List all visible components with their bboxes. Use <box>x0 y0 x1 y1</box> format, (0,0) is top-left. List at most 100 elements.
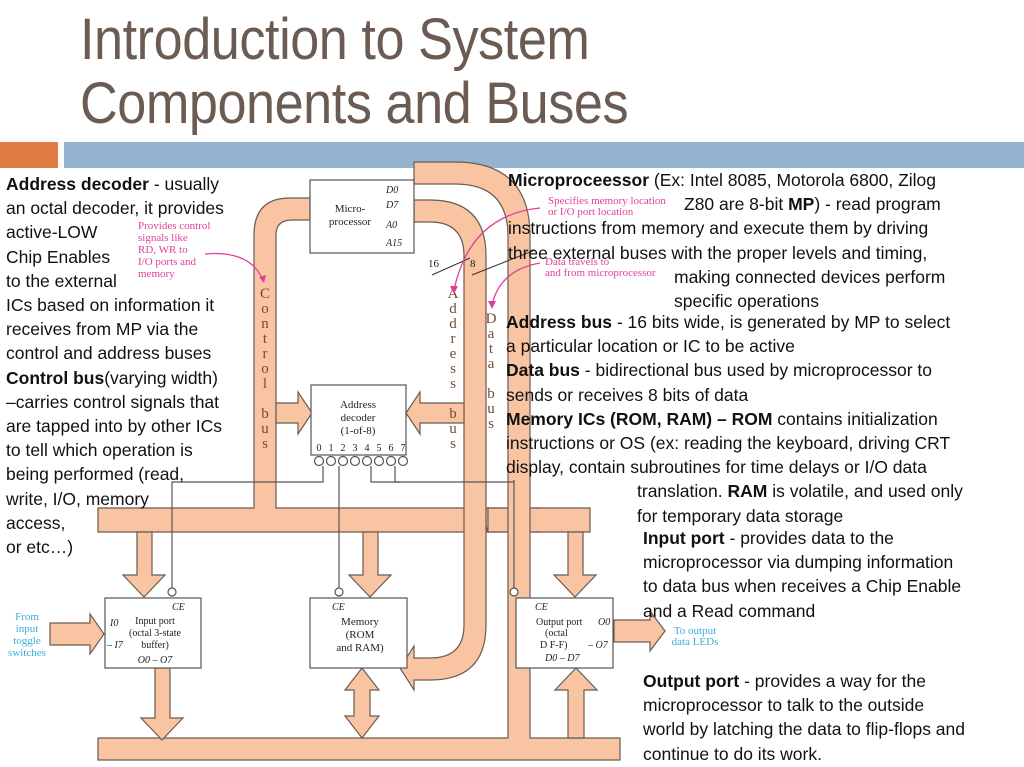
text-line: receives from MP via the <box>6 319 199 340</box>
bus-label-letter: d <box>449 301 457 317</box>
annotation-line: toggle <box>13 635 41 647</box>
text-line: making connected devices perform <box>674 266 946 287</box>
pin-label: A15 <box>385 238 402 249</box>
decoder-output-bubble <box>385 455 397 467</box>
annotation-line: input <box>16 623 39 635</box>
output-port-label: (octal <box>545 628 568 639</box>
text-line: Z80 are 8-bit <box>684 194 789 215</box>
text-line: instructions or OS (ex: reading the keyb… <box>506 433 951 454</box>
term-rom: ROM <box>731 408 773 429</box>
bus-label-letter: b <box>487 386 495 402</box>
ce-bubble-output <box>509 587 519 597</box>
output-port-label: D F-F) <box>540 640 568 651</box>
annotation-line: switches <box>8 647 46 659</box>
bus-label-letter: u <box>487 401 495 417</box>
text-line: - provides a way for the <box>739 671 926 691</box>
annotation-line: RD, WR to <box>138 244 188 256</box>
input-port-label: buffer) <box>141 640 169 651</box>
annotation-line: memory <box>138 268 175 280</box>
text-line: microprocessor via dumping information <box>643 552 954 573</box>
bus-label-letter: l <box>263 376 267 392</box>
output-d-label: D0 – D7 <box>544 653 580 664</box>
annotation-line: From <box>15 611 39 623</box>
input-switches-arrow <box>49 612 105 656</box>
annotation-line: Data travels to <box>545 256 610 268</box>
decoder-output-label: 6 <box>389 443 394 454</box>
annotation-line: Provides control <box>138 220 210 232</box>
control-to-decoder-arrow <box>275 390 313 436</box>
input-pin-label: I0 <box>109 618 118 629</box>
term-microprocessor: Microproceessor <box>508 170 650 190</box>
pin-label: D7 <box>385 200 399 211</box>
ce-wire-stub <box>370 466 400 483</box>
decoder-output-bubble <box>373 455 385 467</box>
bus-label-letter: b <box>449 406 457 422</box>
bus-label-letter: s <box>450 376 456 392</box>
text-line: active-LOW <box>6 222 98 243</box>
bus-label-letter: s <box>450 436 456 452</box>
bus-label-letter: s <box>450 361 456 377</box>
decoder-output-bubble <box>337 455 349 467</box>
input-pin-label: – I7 <box>106 640 124 651</box>
ce-bubble-memory <box>334 587 344 597</box>
text-line: - 16 bits wide, is generated by MP to se… <box>612 312 951 332</box>
text-line: ICs based on information it <box>6 295 215 316</box>
text-line: microprocessor to talk to the outside <box>643 695 925 716</box>
address-annotation-arrow <box>453 207 541 291</box>
address-decoder-description: Address decoder - usually an octal decod… <box>6 172 224 559</box>
decoder-output-bubble <box>397 455 409 467</box>
decoder-label: decoder <box>341 412 376 424</box>
text-line: instructions from memory and execute the… <box>508 218 929 239</box>
text-line: or etc…) <box>6 537 74 558</box>
term-control-bus: Control bus <box>6 367 105 388</box>
ce-label: CE <box>172 602 185 613</box>
input-to-data-arrow <box>139 667 185 741</box>
text-line: a particular location or IC to be active <box>506 336 795 357</box>
bus-label-letter: n <box>261 316 269 332</box>
text-line: ) - read program <box>814 194 941 215</box>
bus-label-letter: d <box>449 316 457 332</box>
decoder-output-label: 5 <box>377 443 382 454</box>
term-input-port: Input port <box>643 528 725 548</box>
decoder-label: (1-of-8) <box>341 425 376 437</box>
bus-label-letter: e <box>450 346 457 362</box>
ce-label: CE <box>535 602 548 613</box>
data-annotation-arrow <box>491 262 541 306</box>
text-line: display, contain subroutines for time de… <box>506 457 927 478</box>
slide-title: Introduction to System Components and Bu… <box>80 8 629 136</box>
bus-label-letter: u <box>449 421 457 437</box>
input-port-label: (octal 3-state <box>129 628 181 639</box>
control-to-memory-arrow <box>347 531 393 598</box>
memory-label: Memory <box>341 616 379 628</box>
memory-label: (ROM <box>346 629 375 641</box>
bus-label-letter: o <box>261 361 269 377</box>
text-line: to the external <box>6 270 117 291</box>
bus-label-letter: r <box>451 331 456 347</box>
text-line: (varying width) <box>104 367 218 388</box>
bus-label-letter: a <box>488 356 495 372</box>
ce-wire-output <box>394 466 515 588</box>
text-line: to tell which operation is <box>6 440 193 461</box>
text-line: (Ex: Intel 8085, Motorola 6800, Zilog <box>649 170 936 190</box>
output-leds-arrow <box>613 609 666 653</box>
address-width-label: 16 <box>428 258 440 270</box>
control-bus <box>97 197 489 533</box>
term-output-port: Output port <box>643 671 740 691</box>
decoder-label: Address <box>340 399 376 411</box>
decoder-output-label: 7 <box>401 443 406 454</box>
data-width-marker <box>471 249 536 276</box>
bus-label-letter: b <box>261 406 269 422</box>
bus-label-letter: a <box>488 326 495 342</box>
annotation-line: data LEDs <box>672 636 719 648</box>
bus-label-letter: A <box>448 286 459 302</box>
text-line: translation. <box>637 481 728 502</box>
output-pin-label: – O7 <box>587 640 609 651</box>
decoder-output-bubble <box>361 455 373 467</box>
text-line: - usually <box>148 174 219 194</box>
ce-label: CE <box>332 602 345 613</box>
